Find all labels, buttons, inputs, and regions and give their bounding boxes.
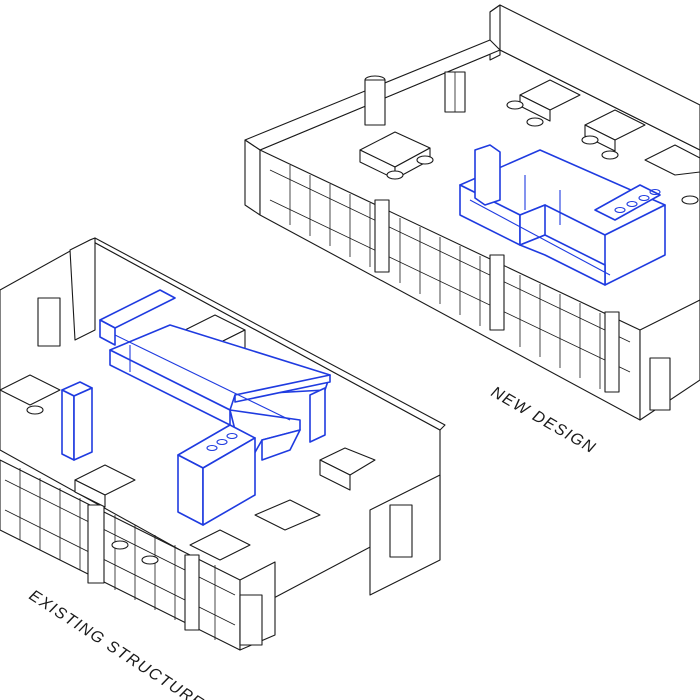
new-design-furniture — [359, 79, 700, 205]
new-design-front-wall — [244, 139, 261, 216]
existing-bar-structure — [61, 289, 331, 526]
existing-back-door — [37, 297, 61, 347]
new-design-window-grid — [269, 165, 631, 389]
existing-structure-plan — [0, 237, 446, 651]
new-design-bar-counter — [459, 144, 666, 286]
new-design-side-door — [649, 357, 671, 411]
existing-side-door — [389, 504, 413, 558]
new-design-plan — [244, 4, 700, 421]
new-design-label: NEW DESIGN — [488, 384, 599, 458]
existing-front-door — [239, 594, 263, 646]
